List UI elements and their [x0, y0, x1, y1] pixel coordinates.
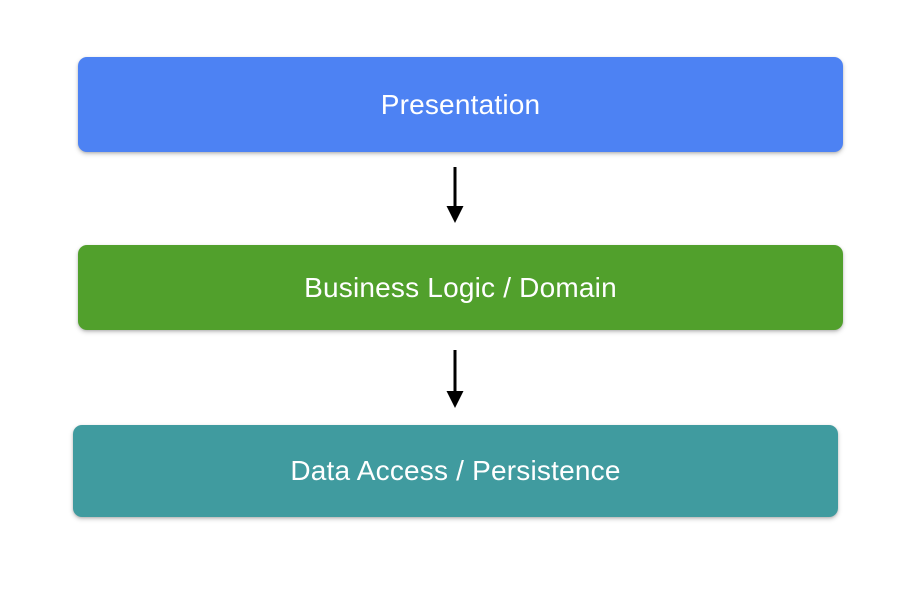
- layer-box-business-logic[interactable]: Business Logic / Domain: [78, 245, 843, 330]
- layer-label-data-access: Data Access / Persistence: [290, 455, 621, 486]
- layer-box-data-access[interactable]: Data Access / Persistence: [73, 425, 838, 517]
- arrow-business-logic-to-data-access: [435, 348, 475, 410]
- layer-box-presentation[interactable]: Presentation: [78, 57, 843, 152]
- down-arrow-icon: [446, 350, 464, 408]
- arrow-presentation-to-business-logic: [435, 165, 475, 225]
- layer-label-business-logic: Business Logic / Domain: [304, 271, 617, 303]
- layer-label-presentation: Presentation: [380, 88, 541, 120]
- down-arrow-icon: [446, 167, 464, 223]
